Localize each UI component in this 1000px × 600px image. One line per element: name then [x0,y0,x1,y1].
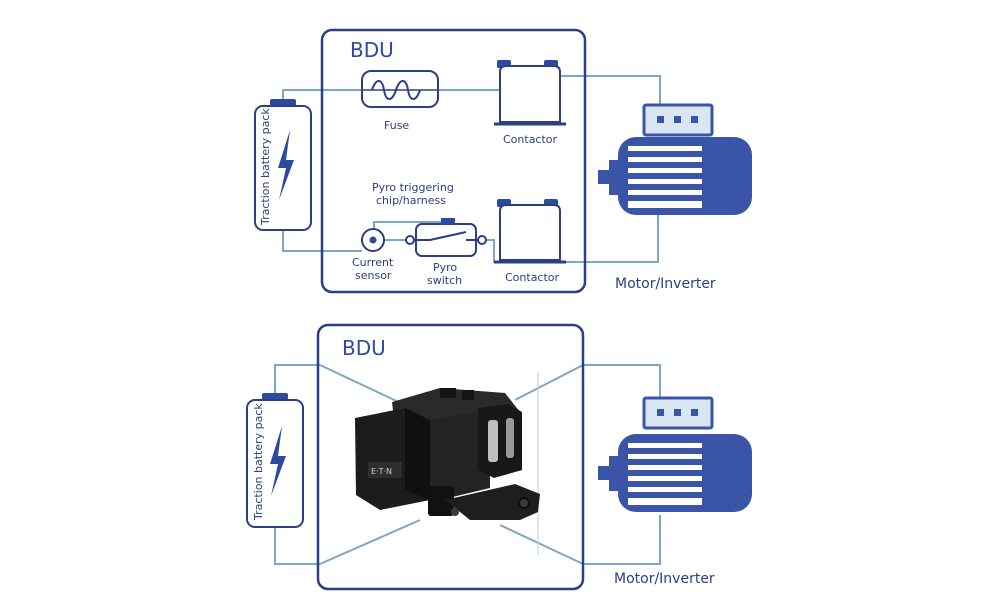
top-battery-label: Traction battery pack [259,108,272,226]
bottom-wires [274,364,661,565]
wire-internal-3 [514,364,584,401]
bottom-motor-icon [598,396,752,512]
wire-motor-top [583,364,661,398]
pyro-trigger-label-line2: chip/harness [376,194,446,207]
current-sensor-label-line2: sensor [355,269,392,282]
eaton-bdu-device-image: E·T·N [355,388,540,520]
battery-terminal [262,393,288,400]
bottom-diagram: BDU Traction battery pack E·T·N [246,323,752,591]
contactor-bottom-icon [494,199,566,264]
battery-bolt-icon [270,426,286,496]
pyro-switch-label-line2: switch [427,274,462,287]
top-wires [282,75,661,263]
wire-pyro-to-contactor [486,239,500,263]
wire-battery-to-fuse [282,89,362,100]
wire-internal-4 [499,524,584,565]
bottom-battery-label: Traction battery pack [252,403,265,521]
bottom-bdu-title: BDU [342,336,386,360]
fuse-label: Fuse [384,119,409,132]
top-battery: Traction battery pack [254,99,312,231]
top-diagram: BDU Traction battery pack Fuse Contactor… [254,28,752,294]
svg-text:E·T·N: E·T·N [371,467,392,476]
bottom-battery: Traction battery pack [246,393,304,528]
current-sensor-label-line1: Current [352,256,394,269]
fuse-icon [361,70,439,108]
wire-motor-bottom [583,515,661,565]
wire-contactor-to-motor-bottom [560,215,659,263]
top-motor-icon [598,103,752,215]
wire-battery-bottom [274,527,320,565]
wire-internal-2 [319,519,421,565]
wire-contactor-to-motor-top [560,75,661,105]
pyro-switch-icon [405,218,487,257]
wire-battery-to-sensor [282,230,362,252]
wire-battery-top [274,364,320,393]
bottom-bdu-box [316,323,585,591]
top-bdu-box [320,28,587,294]
pyro-switch-label-line1: Pyro [433,261,457,274]
current-sensor-icon [361,228,385,252]
pyro-trigger-label-line1: Pyro triggering [372,181,454,194]
battery-terminal [270,99,296,106]
top-bdu-title: BDU [350,38,394,62]
contactor-bottom-label: Contactor [505,271,560,284]
bottom-motor-label: Motor/Inverter [614,571,715,587]
battery-bolt-icon [278,130,294,200]
contactor-top-label: Contactor [503,133,558,146]
wire-internal-1 [319,364,406,406]
contactor-top-icon [494,60,566,126]
top-motor-label: Motor/Inverter [615,276,716,292]
